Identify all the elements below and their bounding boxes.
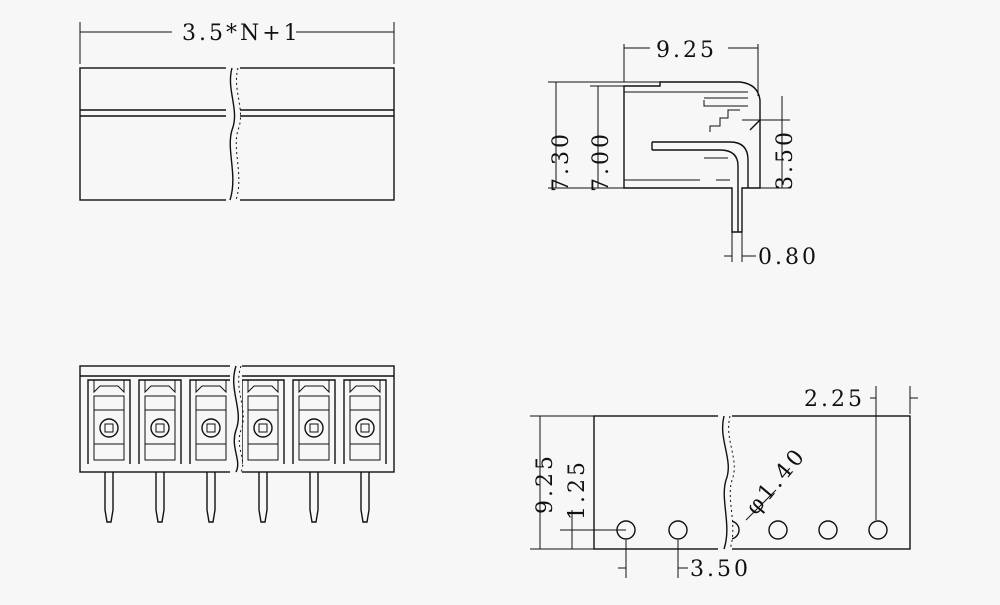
- pin: [360, 472, 370, 523]
- dim-hole-diameter: φ1.40: [741, 443, 811, 520]
- terminal-cell: [87, 379, 131, 464]
- pcb-layout: 9.25 1.25 φ1.40 2.25 3.50: [530, 386, 918, 582]
- dim-height-body: 7.00: [589, 131, 614, 192]
- front-view: [79, 364, 395, 523]
- pcb-hole: [668, 520, 688, 540]
- pin: [155, 472, 165, 523]
- dim-hole-offset: 1.25: [565, 459, 590, 520]
- dim-pin-height: 3.50: [773, 129, 798, 190]
- pcb-hole: [768, 520, 788, 540]
- dim-pin-thickness: 0.80: [758, 245, 819, 270]
- pin: [206, 472, 216, 523]
- dim-width-total: 3.5*N+1: [182, 21, 301, 46]
- terminal-cell: [189, 379, 233, 464]
- terminal-cell: [241, 379, 285, 464]
- dim-edge-offset: 2.25: [804, 387, 865, 412]
- terminal-cell: [138, 379, 182, 464]
- terminal-cell: [343, 379, 387, 464]
- pcb-hole: [818, 520, 838, 540]
- pin: [309, 472, 319, 523]
- top-view: 3.5*N+1: [79, 21, 395, 202]
- terminal-cell: [292, 379, 336, 464]
- dim-height-total: 7.30: [549, 131, 574, 192]
- dim-depth-total: 9.25: [656, 38, 717, 63]
- pin: [104, 472, 114, 523]
- dim-pitch: 3.50: [690, 557, 751, 582]
- pin: [258, 472, 268, 523]
- dim-pcb-depth: 9.25: [533, 453, 558, 514]
- side-view: 9.25 7.30 7.00 3.50 0.80: [548, 38, 819, 270]
- pcb-hole: [868, 520, 888, 540]
